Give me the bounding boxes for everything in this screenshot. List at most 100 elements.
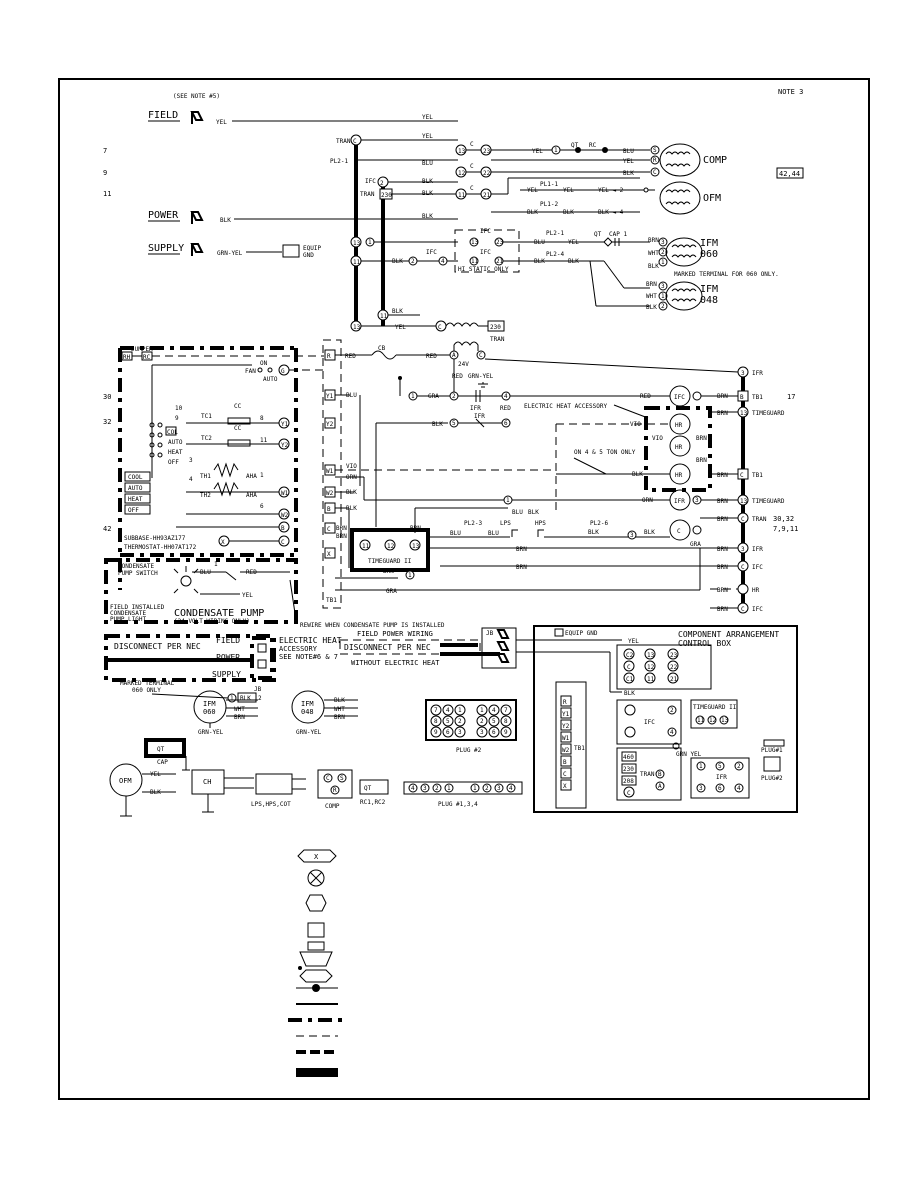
th-num-1: 1 [260,472,264,479]
ifr-coil-label: IFR [674,498,685,505]
ifc-coil-label: IFC [674,394,685,401]
svg-text:4: 4 [737,785,741,792]
note-3: NOTE 3 [778,88,803,96]
arrangement-contactor [616,644,712,690]
wire-brn-9: BRN [717,606,728,613]
ifc-label-top: IFC [365,178,376,185]
svg-text:11: 11 [353,259,361,266]
comp-label: COMP [703,155,727,166]
wire-red-3: RED [452,373,463,380]
wire-blk-arr: BLK [624,690,635,697]
field-installed-label-2: CONDENSATE [110,610,147,617]
svg-text:23: 23 [670,652,678,659]
plug-134 [403,781,523,795]
arrangement-contactor-terminals: C2 C C1 13 12 11 23 22 21 [623,648,679,684]
pl2-4-label: PL2-4 [546,251,564,258]
timeguard-ii-box [350,528,430,572]
ifr-relay-coil [669,489,691,511]
svg-text:8: 8 [434,718,438,725]
plug-134-label: PLUG #1,3,4 [438,801,478,808]
hr-label-3: HR [675,472,683,479]
compressor-symbol: S R C [650,143,701,177]
ifm060-lower-label: IFM [203,700,216,708]
wire-brn-14: BRN [383,568,394,575]
legend: X [288,849,344,1077]
svg-text:4: 4 [509,785,513,792]
svg-text:3: 3 [741,370,745,377]
svg-text:2: 2 [670,707,674,714]
svg-text:3: 3 [480,729,484,736]
wire-grn-yel-lower-2: GRN-YEL [296,729,322,736]
pump-light-icon [173,566,199,594]
jb-label: JB [486,630,494,637]
wire-blk-2: BLK [422,178,433,185]
lps-label: LPS [500,520,511,527]
row-number-42: 42 [103,525,111,533]
ifc-arrangement [616,699,682,745]
wire-yel-4: YEL [532,148,543,155]
wire-gra-2: GRA [690,541,701,548]
svg-text:C: C [627,790,631,797]
th1-anticipator [213,462,239,478]
bus-tb1-2: TB1 [752,472,763,479]
legend-plug-symbol [299,941,333,967]
svg-text:B: B [563,759,567,766]
svg-text:5: 5 [718,763,722,770]
wire-blu-3: BLU [534,239,545,246]
legend-heavy-line [296,1068,338,1077]
svg-text:12: 12 [709,717,717,724]
tb1-terminals: R Y1 Y2 W1 W2 B C X [324,349,336,559]
wire-blk-16: BLK [644,529,655,536]
heat-label-sw: HEAT [168,449,183,456]
wire-vio-2: VIO [630,421,641,428]
svg-text:5: 5 [446,718,450,725]
contactor-block: 13 12 11 23 22 21 CCC [455,141,492,200]
svg-text:7: 7 [504,707,508,714]
svg-text:4: 4 [411,785,415,792]
svg-text:C: C [563,771,567,778]
wire-brn-7: BRN [717,564,728,571]
svg-text:2: 2 [737,763,741,770]
wire-blk-9: BLK [568,258,579,265]
wire-red-5: RED [640,393,651,400]
pl2-3-label: PL2-3 [464,520,482,527]
svg-text:6: 6 [504,420,508,427]
wire-vio-3: VIO [346,463,357,470]
wire-yel-2: YEL [422,114,433,121]
svg-text:A: A [452,352,456,359]
svg-text:RC: RC [143,354,151,361]
field-installed-label: FIELD INSTALLED [110,604,165,611]
svg-text:1: 1 [480,707,484,714]
ifm-blk-1: BLK [648,263,659,270]
cap-symbol [144,738,186,758]
arrangement-title: COMPONENT ARRANGEMENT [678,630,779,639]
svg-text:3: 3 [695,497,699,504]
wire-red-1: RED [345,353,356,360]
svg-text:23: 23 [483,148,491,155]
svg-text:230: 230 [490,324,501,331]
aha-label-1: AHA [246,473,257,480]
pl1-1-label: PL1-1 [540,181,558,188]
rc-symbol [359,779,389,795]
th2-label: TH2 [200,492,211,499]
wire-blk-11: BLK [346,489,357,496]
legend-cross-circle-symbol [307,869,325,887]
svg-text:C: C [353,138,357,145]
wire-yel-5: YEL [623,158,634,165]
wire-orn: ORN [346,474,357,481]
svg-text:1: 1 [368,239,372,246]
svg-text:230: 230 [623,766,634,773]
heat-label-2: HEAT [128,496,143,503]
wire-blu-5: BLU [512,509,523,516]
svg-text:23: 23 [496,239,504,246]
fan-label: FAN [245,368,256,375]
contactor-coil-label: C [677,528,681,535]
timeguard-ii-arrangement-label: TIMEGUARD II [693,704,737,711]
wire-blk-power: BLK [220,217,231,224]
svg-text:C: C [741,606,745,613]
row-number-17: 17 [787,393,795,401]
ofm-lower-label: OFM [119,777,132,785]
lower-jb-2: 2 [258,695,262,702]
plug-2-pins: 7 4 1 1 4 7 8 5 2 2 5 8 9 6 3 3 6 9 [430,704,512,738]
svg-text:2: 2 [458,718,462,725]
